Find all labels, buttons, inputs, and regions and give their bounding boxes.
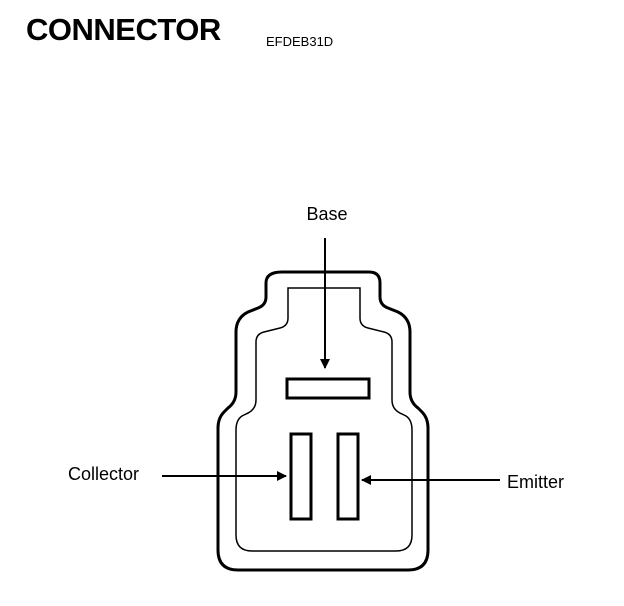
page-title: CONNECTOR xyxy=(26,12,221,47)
emitter-label: Emitter xyxy=(507,472,564,492)
collector-terminal xyxy=(289,432,313,521)
connector-outer-housing xyxy=(216,270,430,572)
collector-label: Collector xyxy=(68,464,139,484)
emitter-terminal xyxy=(336,432,360,521)
base-label: Base xyxy=(306,204,347,224)
base-terminal xyxy=(285,377,371,400)
connector-inner-outline xyxy=(235,287,413,552)
figure-code: EFDEB31D xyxy=(266,34,334,49)
